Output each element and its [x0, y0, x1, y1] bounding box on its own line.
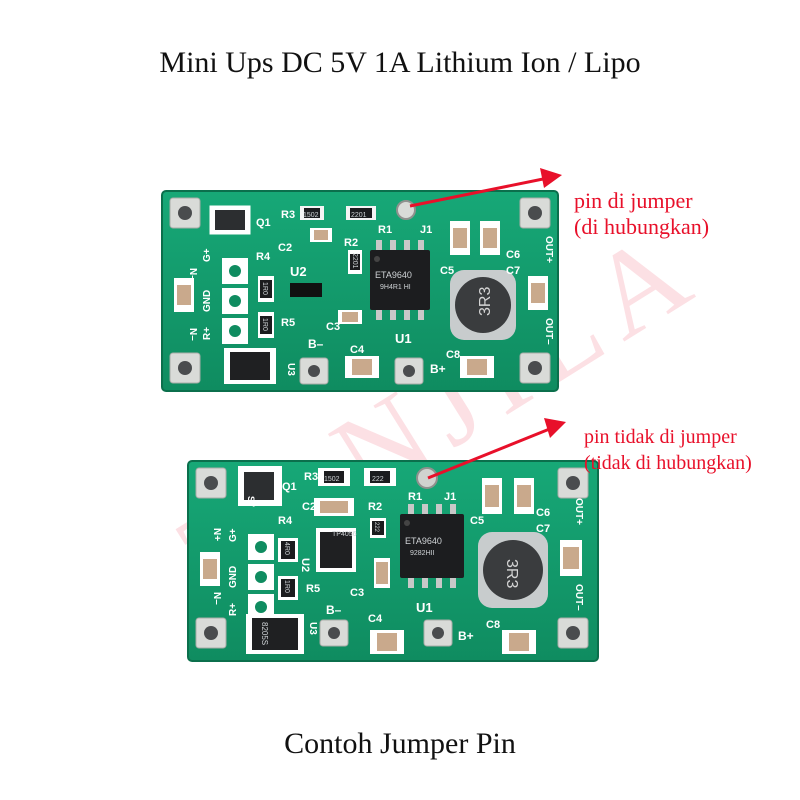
label-r2: R2	[368, 501, 382, 513]
label-u3: U3	[307, 622, 318, 635]
r2-code: 2201	[351, 253, 358, 269]
resistor-code: 222	[372, 476, 384, 483]
label-c6: C6	[506, 249, 520, 261]
label-q1: Q1	[256, 217, 271, 229]
label-r4: R4	[256, 251, 271, 263]
label-c3: C3	[350, 587, 364, 599]
label-r5: R5	[306, 583, 320, 595]
label-j1: J1	[444, 491, 456, 503]
resistor-code: 2201	[351, 212, 367, 219]
annotation-jumpered: pin di jumper (di hubungkan)	[574, 188, 709, 240]
arrow-bottom-head	[544, 418, 566, 438]
chip-marking: ETA9640	[405, 536, 442, 546]
label-c7: C7	[536, 523, 550, 535]
label-bminus: B–	[326, 603, 342, 617]
annotation-not-jumpered: pin tidak di jumper (tidak di hubungkan)	[584, 424, 752, 476]
label-g-plus: G+	[228, 528, 239, 542]
label-r3: R3	[281, 209, 295, 221]
label-r1: R1	[408, 491, 422, 503]
label-c5: C5	[440, 265, 454, 277]
label-u3: U3	[285, 363, 296, 376]
label-n-minus: N–	[187, 268, 198, 281]
label-g-plus: G+	[202, 248, 213, 262]
chip-marking-2: 9H4R1 HI	[380, 284, 411, 291]
label-out-plus: OUT+	[543, 236, 554, 263]
label-c8: C8	[446, 349, 460, 361]
pcb-board-bottom: ETA9640 9282HII 3R3 Q1 S7 R3 C2 R2 R1 J1…	[187, 460, 599, 662]
label-j1: J1	[420, 224, 432, 236]
label-r-plus: R+	[202, 327, 213, 340]
label-out-minus: OUT–	[543, 318, 554, 345]
image-caption: Contoh Jumper Pin	[284, 727, 516, 760]
r4-code: 1R0	[261, 282, 268, 295]
arrow-top-head	[540, 168, 562, 188]
label-c2: C2	[302, 501, 316, 513]
label-u2: U2	[299, 558, 311, 572]
r3-code: 1502	[324, 476, 340, 483]
label-r5: R5	[281, 317, 295, 329]
label-r-plus: R+	[228, 603, 239, 616]
label-c5: C5	[470, 515, 484, 527]
label-r2: R2	[344, 237, 358, 249]
pcb-board-top: ETA9640 9H4R1 HI 3R3 Q1 R3 C2 R2 R1 J1 R…	[161, 190, 559, 392]
label-r3: R3	[304, 471, 318, 483]
label-bplus: B+	[458, 629, 474, 643]
u2-chip-marking: TP4056	[332, 531, 357, 538]
label-c4: C4	[350, 344, 365, 356]
inductor-marking: 3R3	[503, 559, 520, 588]
r4-code: 4R0	[283, 542, 290, 555]
arrow-top	[409, 176, 549, 208]
label-out-minus: OUT–	[573, 584, 584, 611]
r3-code: 1502	[303, 212, 319, 219]
label-gnd: GND	[228, 566, 239, 588]
inductor-marking: 3R3	[477, 287, 494, 316]
label-n-minus: N–	[211, 592, 222, 605]
chip-marking-2: 9282HII	[410, 550, 435, 557]
label-c4: C4	[368, 613, 383, 625]
label-bminus: B–	[308, 337, 324, 351]
label-c7: C7	[506, 265, 520, 277]
label-c6: C6	[536, 507, 550, 519]
u3-chip-marking: 8205S	[260, 622, 269, 645]
label-r4: R4	[278, 515, 293, 527]
label-u1: U1	[416, 600, 433, 615]
label-c8: C8	[486, 619, 500, 631]
annotation-jumpered-line2: (di hubungkan)	[574, 214, 710, 239]
r5-code: 1R0	[283, 580, 290, 593]
label-c2: C2	[278, 242, 292, 254]
annotation-jumpered-line1: pin di jumper	[574, 188, 693, 213]
label-r1: R1	[378, 224, 392, 236]
label-out-plus: OUT+	[573, 498, 584, 525]
r2-code: 222	[373, 522, 379, 533]
annotation-not-jumpered-line2: (tidak di hubungkan)	[584, 452, 752, 474]
label-n-minus-2: N–	[187, 328, 198, 341]
r5-code: 1R0	[261, 318, 268, 331]
arrow-bottom	[427, 426, 553, 480]
label-gnd: GND	[202, 290, 213, 312]
label-u2: U2	[290, 264, 307, 279]
label-c3: C3	[326, 321, 340, 333]
label-n-plus: N+	[211, 528, 222, 541]
label-s7: S7	[246, 496, 256, 507]
annotation-not-jumpered-line1: pin tidak di jumper	[584, 426, 737, 448]
chip-marking: ETA9640	[375, 270, 412, 280]
label-bplus: B+	[430, 362, 446, 376]
label-u1: U1	[395, 331, 412, 346]
product-title: Mini Ups DC 5V 1A Lithium Ion / Lipo	[159, 46, 641, 79]
label-q1: Q1	[282, 481, 297, 493]
